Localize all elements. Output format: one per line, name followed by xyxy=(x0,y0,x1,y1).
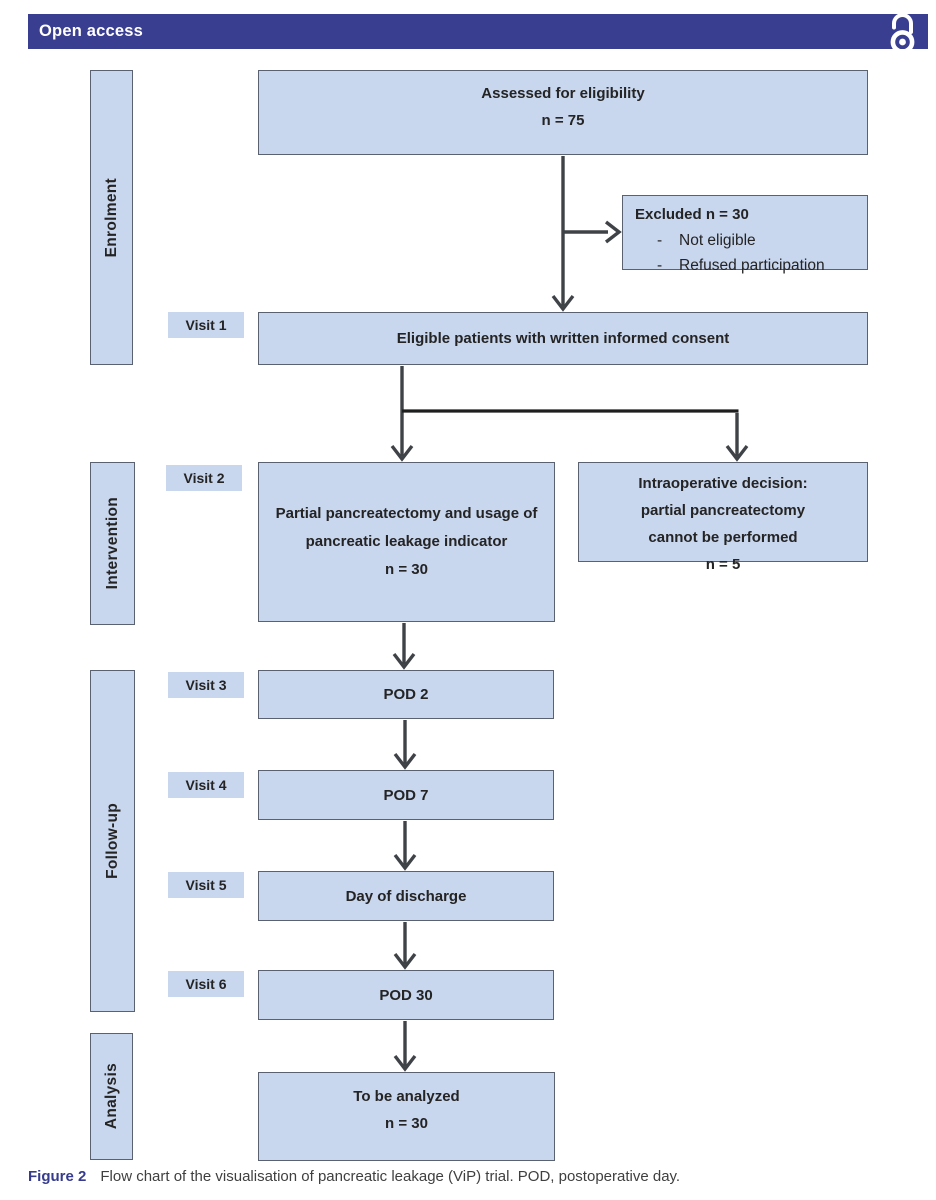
stage-analysis-label: Analysis xyxy=(102,1063,120,1130)
excluded-bullet-1: -Not eligible xyxy=(635,228,859,253)
intraop-count: n = 5 xyxy=(705,556,741,573)
analyzed-line-1: To be analyzed xyxy=(353,1088,460,1105)
figure-caption: Figure 2 Flow chart of the visualisation … xyxy=(28,1168,918,1185)
partial-line-2: pancreatic leakage indicator xyxy=(305,533,508,550)
pod30-text: POD 30 xyxy=(379,986,433,1004)
box-day-of-discharge: Day of discharge xyxy=(258,871,554,921)
assessed-line-1: Assessed for eligibility xyxy=(481,85,645,102)
stage-follow-up: Follow-up xyxy=(90,670,135,1012)
box-pod-7: POD 7 xyxy=(258,770,554,820)
visit-3-label: Visit 3 xyxy=(168,672,244,698)
stage-follow-up-label: Follow-up xyxy=(103,803,121,879)
bullet-dash: - xyxy=(657,257,663,274)
box-to-be-analyzed: To be analyzed n = 30 xyxy=(258,1072,555,1161)
stage-intervention: Intervention xyxy=(90,462,135,625)
analyzed-count: n = 30 xyxy=(385,1115,428,1132)
visit-6-label: Visit 6 xyxy=(168,971,244,997)
excluded-title: Excluded n = 30 xyxy=(635,206,749,223)
intraop-line-1: Intraoperative decision: xyxy=(638,475,808,492)
box-excluded: Excluded n = 30 -Not eligible -Refused p… xyxy=(622,195,868,274)
stage-enrolment-label: Enrolment xyxy=(102,177,120,258)
eligible-text: Eligible patients with written informed … xyxy=(396,330,730,347)
figure-caption-text: Flow chart of the visualisation of pancr… xyxy=(100,1168,681,1185)
intraop-line-2: partial pancreatectomy xyxy=(640,502,806,519)
open-access-title: Open access xyxy=(39,22,144,40)
box-intraoperative-decision: Intraoperative decision: partial pancrea… xyxy=(578,462,868,573)
box-partial-pancreatectomy: Partial pancreatectomy and usage of panc… xyxy=(258,462,555,622)
box-assessed-for-eligibility: Assessed for eligibility n = 75 xyxy=(258,70,868,155)
visit-5-label: Visit 5 xyxy=(168,872,244,898)
discharge-text: Day of discharge xyxy=(345,887,467,905)
figure-caption-label: Figure 2 xyxy=(28,1168,87,1185)
open-access-banner: Open access xyxy=(28,14,928,49)
bullet-dash: - xyxy=(657,232,663,249)
pod2-text: POD 2 xyxy=(383,686,429,703)
visit-2-label: Visit 2 xyxy=(166,465,242,491)
stage-analysis: Analysis xyxy=(90,1033,133,1160)
excluded-bullet-2-text: Refused participation xyxy=(679,257,825,274)
excluded-bullet-1-text: Not eligible xyxy=(679,232,756,249)
visit-1-label: Visit 1 xyxy=(168,312,244,338)
partial-count: n = 30 xyxy=(385,561,428,578)
intraop-line-3: cannot be performed xyxy=(648,529,798,546)
stage-intervention-label: Intervention xyxy=(103,497,121,590)
assessed-count: n = 75 xyxy=(541,112,585,129)
open-access-lock-icon xyxy=(890,13,915,54)
excluded-bullet-2: -Refused participation xyxy=(635,253,859,278)
pod7-text: POD 7 xyxy=(383,786,429,804)
visit-4-label: Visit 4 xyxy=(168,772,244,798)
partial-line-1: Partial pancreatectomy and usage of xyxy=(275,505,538,522)
box-eligible-patients: Eligible patients with written informed … xyxy=(258,312,868,365)
stage-enrolment: Enrolment xyxy=(90,70,133,365)
box-pod-2: POD 2 xyxy=(258,670,554,719)
box-pod-30: POD 30 xyxy=(258,970,554,1020)
